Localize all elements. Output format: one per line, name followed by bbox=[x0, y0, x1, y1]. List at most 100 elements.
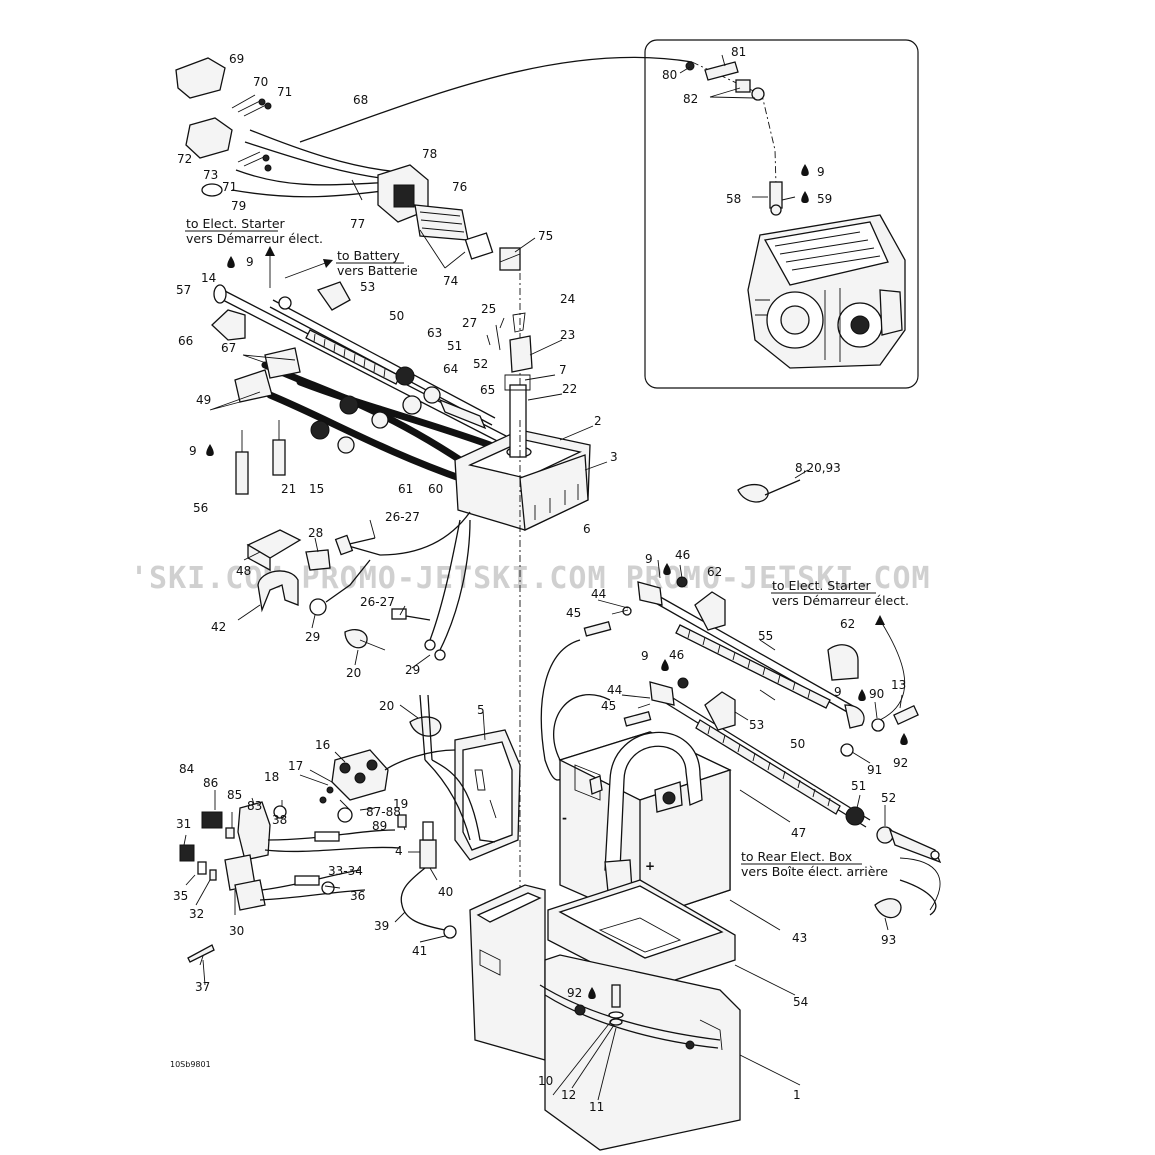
part-label: 32 bbox=[189, 907, 204, 921]
lubricant-drop-icon bbox=[858, 689, 866, 701]
part-label: 8,20,93 bbox=[795, 461, 841, 475]
part-label: 61 bbox=[398, 482, 413, 496]
part-label: 93 bbox=[881, 933, 896, 947]
note-elect-starter-1: to Elect. Starter vers Démarreur élect. bbox=[186, 216, 323, 246]
cap-84 bbox=[201, 811, 223, 829]
part-label: 9 bbox=[246, 255, 254, 269]
part-label: 90 bbox=[869, 687, 884, 701]
part-label: 49 bbox=[196, 393, 211, 407]
part-label: 27 bbox=[462, 316, 477, 330]
part-label: 18 bbox=[264, 770, 279, 784]
clip-42 bbox=[257, 570, 299, 613]
ring-terminal-29a bbox=[309, 598, 327, 616]
part-label: 58 bbox=[726, 192, 741, 206]
note-line: to Battery bbox=[337, 248, 400, 263]
part-label: 76 bbox=[452, 180, 467, 194]
part-label: 35 bbox=[173, 889, 188, 903]
lubricant-drop-icon bbox=[588, 987, 596, 999]
part-label: 87-88 bbox=[366, 805, 401, 819]
part-label: 92 bbox=[893, 756, 908, 770]
part-label: 9 bbox=[645, 552, 653, 566]
boot-62a bbox=[694, 591, 726, 631]
part-label: 42 bbox=[211, 620, 226, 634]
drop-icons bbox=[206, 164, 908, 999]
connector-28 bbox=[305, 549, 331, 571]
part-label: 23 bbox=[560, 328, 575, 342]
lubricant-drop-icon bbox=[663, 563, 671, 575]
part-label: 21 bbox=[281, 482, 296, 496]
part-label: 33-34 bbox=[328, 864, 363, 878]
part-label: 20 bbox=[346, 666, 361, 680]
spark-plug-56 bbox=[235, 451, 249, 495]
part-label: 10 bbox=[538, 1074, 553, 1088]
part-label: 53 bbox=[360, 280, 375, 294]
connector-23 bbox=[509, 335, 533, 373]
connector-81 bbox=[685, 61, 765, 101]
part-label: 19 bbox=[393, 797, 408, 811]
part-label: 40 bbox=[438, 885, 453, 899]
part-label: 50 bbox=[790, 737, 805, 751]
part-label: 69 bbox=[229, 52, 244, 66]
part-label: 81 bbox=[731, 45, 746, 59]
battery-strap bbox=[604, 731, 703, 871]
note-line: to Rear Elect. Box bbox=[741, 849, 852, 864]
part-label: 62 bbox=[840, 617, 855, 631]
part-label: 52 bbox=[881, 791, 896, 805]
part-label: 6 bbox=[583, 522, 591, 536]
part-label: 45 bbox=[566, 606, 581, 620]
part-label: 25 bbox=[481, 302, 496, 316]
part-label: 59 bbox=[817, 192, 832, 206]
battery-box-1 bbox=[469, 884, 801, 1151]
note-line: to Elect. Starter bbox=[186, 216, 286, 231]
engine-drawing bbox=[747, 214, 906, 369]
module-wires bbox=[237, 511, 471, 669]
part-label: 4 bbox=[395, 844, 403, 858]
note-rear-elect-box: to Rear Elect. Box vers Boîte élect. arr… bbox=[741, 849, 888, 879]
hardware-90-13 bbox=[840, 694, 919, 764]
part-label: 65 bbox=[480, 383, 495, 397]
wiring-harness-68 bbox=[175, 56, 693, 420]
cable-50-sheath bbox=[305, 329, 401, 385]
lubricant-drop-icon bbox=[801, 164, 809, 176]
part-label: 29 bbox=[305, 630, 320, 644]
part-label: 70 bbox=[253, 75, 268, 89]
part-label: 12 bbox=[561, 1088, 576, 1102]
arrow-elect-starter-2 bbox=[875, 615, 906, 721]
part-label: 53 bbox=[749, 718, 764, 732]
arrow-battery bbox=[284, 259, 404, 279]
boot-53 bbox=[316, 281, 351, 311]
part-label: 62 bbox=[707, 565, 722, 579]
note-line: vers Batterie bbox=[337, 263, 418, 278]
connector-69 bbox=[175, 57, 226, 99]
sensor-body bbox=[769, 181, 783, 209]
part-label: 78 bbox=[422, 147, 437, 161]
part-label: 9 bbox=[834, 685, 842, 699]
part-label: 68 bbox=[353, 93, 368, 107]
part-label: 5 bbox=[477, 703, 485, 717]
boot-66 bbox=[211, 309, 246, 341]
cables-left bbox=[209, 281, 511, 495]
spark-plug-21 bbox=[272, 439, 286, 476]
part-label: 80 bbox=[662, 68, 677, 82]
part-label: 7 bbox=[559, 363, 567, 377]
part-label: 83 bbox=[247, 799, 262, 813]
part-label: 74 bbox=[443, 274, 458, 288]
part-label: 77 bbox=[350, 217, 365, 231]
mounting-plate-5 bbox=[454, 709, 521, 861]
lubricant-drop-icon bbox=[227, 256, 235, 268]
note-line: vers Démarreur élect. bbox=[772, 593, 909, 608]
lubricant-drop-icon bbox=[900, 733, 908, 745]
part-label: 55 bbox=[758, 629, 773, 643]
part-label: 54 bbox=[793, 995, 808, 1009]
part-label: 26-27 bbox=[360, 595, 395, 609]
part-label: 39 bbox=[374, 919, 389, 933]
cap-31 bbox=[179, 844, 195, 862]
part-label: 2 bbox=[594, 414, 602, 428]
part-label: 51 bbox=[851, 779, 866, 793]
lubricant-drop-icon bbox=[206, 444, 214, 456]
part-label: 79 bbox=[231, 199, 246, 213]
part-label: 63 bbox=[427, 326, 442, 340]
part-label: 24 bbox=[560, 292, 575, 306]
part-label: 16 bbox=[315, 738, 330, 752]
part-label: 38 bbox=[272, 813, 287, 827]
